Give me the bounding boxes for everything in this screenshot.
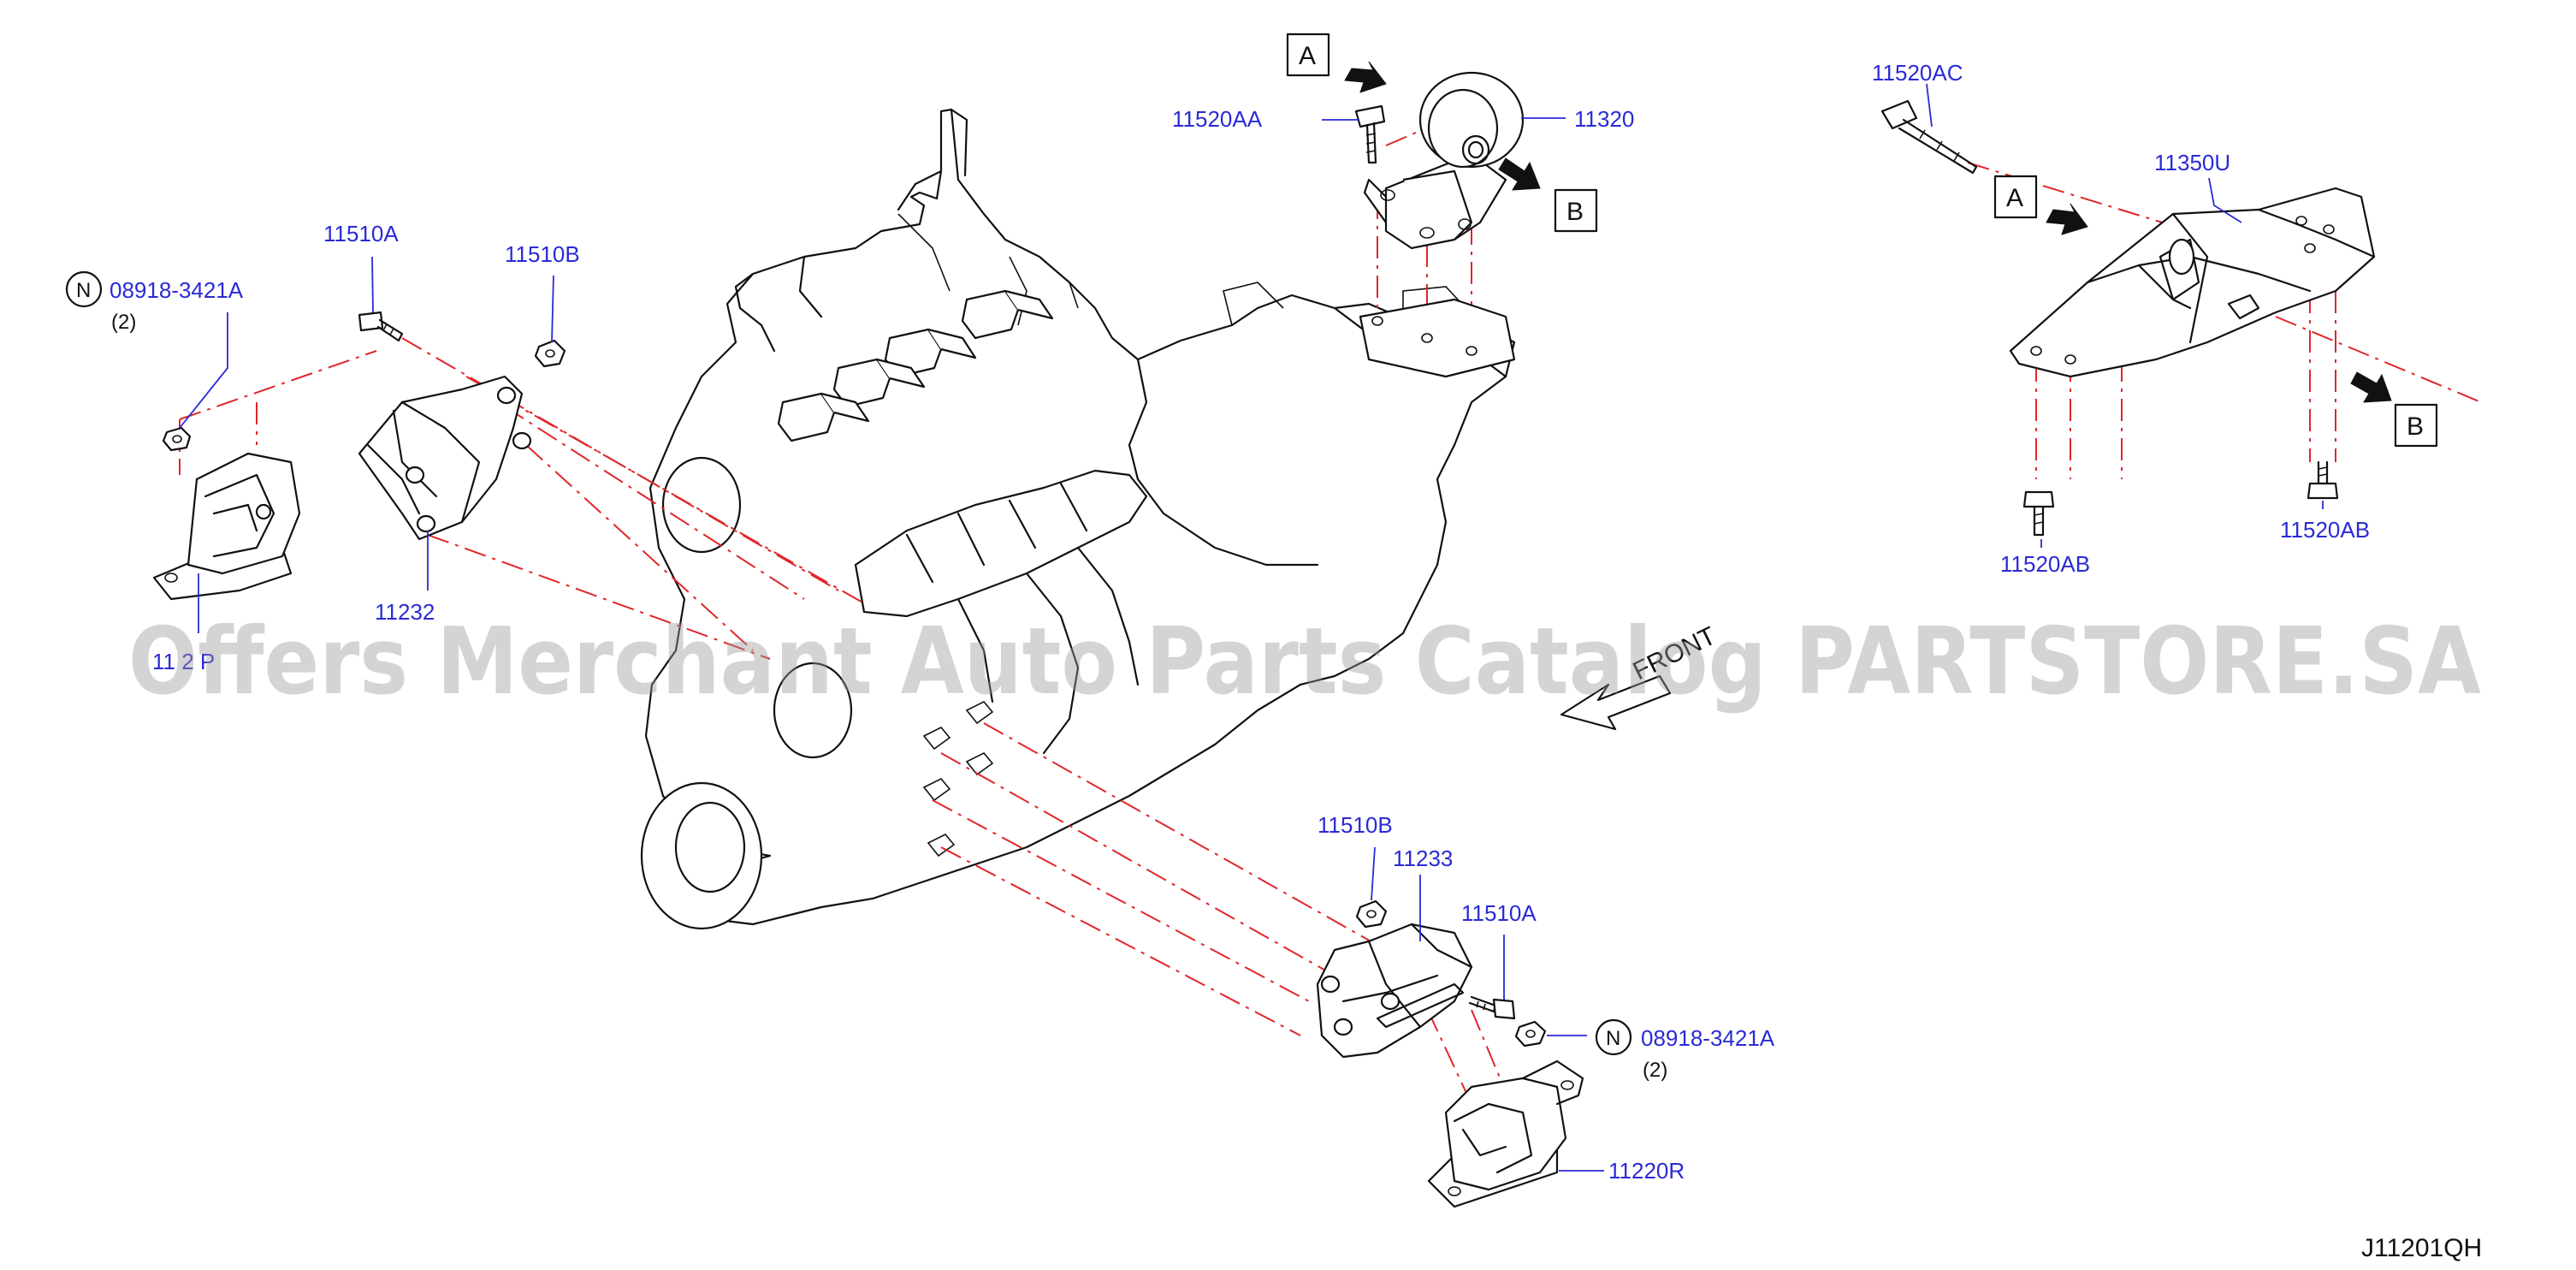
ref-box-a-top: A	[1286, 33, 1330, 77]
nut-11510b-bottom	[1355, 899, 1388, 929]
part-label-11510a-bottom[interactable]: 11510A	[1461, 900, 1537, 926]
nut-08918-top	[162, 426, 192, 452]
ignition-coil-group	[777, 289, 1054, 442]
part-label-11320[interactable]: 11320	[1574, 106, 1634, 132]
engine-assembly-drawing	[640, 108, 1516, 930]
part-label-112p[interactable]: 11 2 P	[152, 649, 215, 674]
ref-box-a-right: A	[1993, 175, 2038, 219]
arrow-a-top	[1344, 61, 1387, 93]
nut-11510b-top	[534, 339, 566, 368]
ref-box-b-top: B	[1554, 188, 1598, 233]
part-label-11520ac[interactable]: 11520AC	[1872, 60, 1963, 86]
bolt-11520ac	[1880, 99, 1978, 175]
bolt-11510a-top	[358, 311, 404, 342]
mount-bracket-on-engine	[1359, 298, 1516, 378]
part-label-11520aa[interactable]: 11520AA	[1172, 106, 1263, 132]
part-label-08918-3421a-bottom[interactable]: 08918-3421A	[1641, 1025, 1775, 1051]
watermark-text: Offers Merchant Auto Parts Catalog PARTS…	[128, 608, 2481, 715]
svg-text:A: A	[1299, 42, 1316, 70]
n-symbol-top: N	[65, 270, 103, 308]
part-label-11520ab-left[interactable]: 11520AB	[2000, 551, 2090, 577]
bolt-11520aa	[1354, 104, 1386, 164]
svg-text:N: N	[1606, 1027, 1620, 1050]
n-symbol-bottom: N	[1595, 1018, 1632, 1056]
part-label-11350u[interactable]: 11350U	[2154, 150, 2230, 175]
svg-text:B: B	[1566, 198, 1584, 226]
engine-mounting-insulator-11220r	[1427, 1059, 1584, 1208]
engine-mount-bosses	[922, 701, 994, 858]
part-label-11233[interactable]: 11233	[1393, 846, 1453, 871]
svg-text:A: A	[2006, 184, 2023, 212]
part-label-08918-3421a-top[interactable]: 08918-3421A	[110, 277, 244, 303]
quantity-note-bottom: (2)	[1643, 1059, 1667, 1082]
accessory-pulley	[661, 456, 853, 759]
leader-lines	[179, 83, 2324, 1172]
ref-box-b-right: B	[2394, 403, 2438, 448]
arrow-a-right	[2046, 203, 2088, 235]
intake-manifold	[854, 469, 1148, 755]
arrow-b-right	[2350, 371, 2392, 403]
diagram-id-code: J11201QH	[2361, 1234, 2482, 1262]
engine-mounting-insulator-left	[152, 452, 301, 601]
part-label-11510b-top[interactable]: 11510B	[505, 241, 580, 267]
part-label-11510a-top[interactable]: 11510A	[323, 221, 399, 246]
engine-mounting-bracket-11233	[1316, 923, 1473, 1059]
part-label-11520ab-right[interactable]: 11520AB	[2280, 517, 2370, 543]
part-labels: 11520AA 11320 11520AC 11350U 11520AB 115…	[110, 60, 2370, 1184]
crank-pulley	[640, 781, 763, 930]
reference-arrows	[1344, 61, 2392, 403]
quantity-note-top: (2)	[111, 311, 136, 334]
bolt-11520ab-left	[2022, 490, 2055, 537]
engine-mounting-bracket-11232	[358, 375, 532, 541]
svg-text:B: B	[2407, 412, 2424, 441]
part-label-11220r[interactable]: 11220R	[1608, 1158, 1685, 1184]
svg-text:N: N	[76, 279, 91, 302]
bolt-11510a-bottom	[1468, 995, 1516, 1020]
arrow-b-top	[1498, 157, 1541, 191]
part-label-11232[interactable]: 11232	[375, 599, 435, 625]
bolt-11520ab-right	[2307, 460, 2339, 500]
part-label-11510b-bottom[interactable]: 11510B	[1318, 812, 1393, 838]
nut-08918-bottom	[1514, 1020, 1547, 1047]
mount-bracket-11350u	[2009, 187, 2376, 378]
engine-mount-insulator-11320	[1363, 71, 1525, 250]
